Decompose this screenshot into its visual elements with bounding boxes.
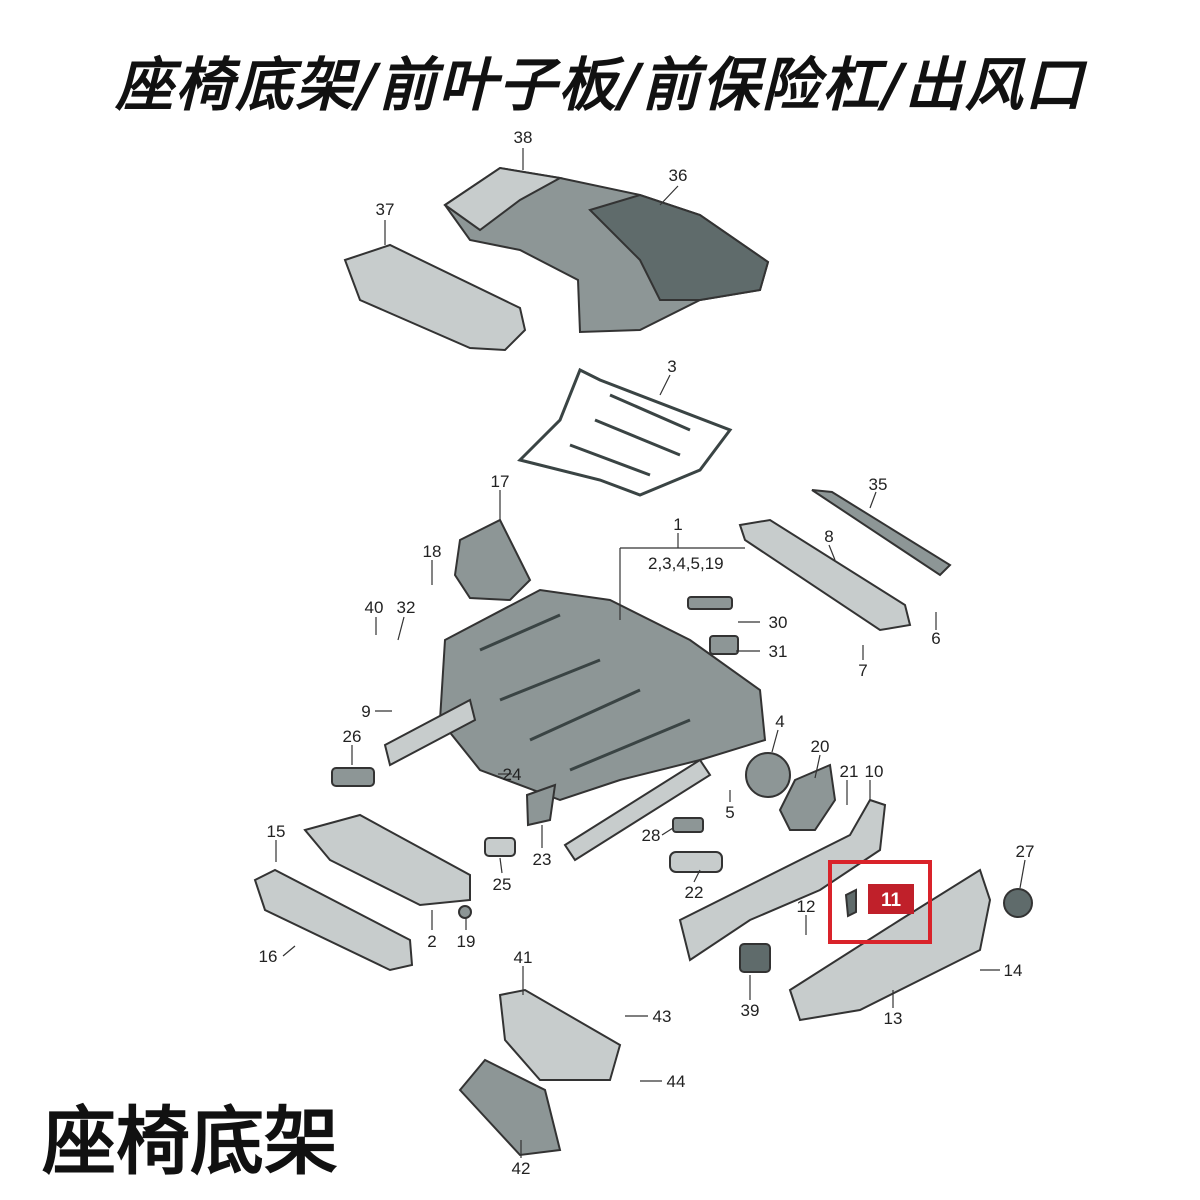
storage-tray-part — [253, 813, 471, 972]
callout-32: 32 — [397, 598, 416, 617]
callout-43: 43 — [653, 1007, 672, 1026]
seat-base-frame-part — [383, 588, 767, 862]
side-frame-part — [678, 798, 887, 962]
callout-36: 36 — [669, 166, 688, 185]
callout-25: 25 — [493, 875, 512, 894]
callout-37: 37 — [376, 200, 395, 219]
callout-30: 30 — [769, 613, 788, 632]
seat-cushion-pad-part — [343, 243, 527, 352]
callout-22: 22 — [685, 883, 704, 902]
seat-rail-cover-part — [811, 489, 952, 577]
callout-42: 42 — [512, 1159, 531, 1178]
callout-15: 15 — [267, 822, 286, 841]
highlight-label-badge — [868, 884, 914, 914]
callout-12: 12 — [797, 897, 816, 916]
callout-24: 24 — [503, 765, 522, 784]
adjuster-bracket-part — [778, 763, 837, 831]
height-adjuster-part — [745, 752, 791, 798]
highlight-label: 11 — [881, 890, 902, 911]
seat-spring-mat-part — [517, 367, 733, 497]
highlight-part-11: 11 — [828, 860, 932, 944]
callout-26: 26 — [343, 727, 362, 746]
callout-5: 5 — [725, 803, 734, 822]
callout-17: 17 — [491, 472, 510, 491]
seat-slide-rail-part — [738, 518, 912, 632]
callout-35: 35 — [869, 475, 888, 494]
callout-6: 6 — [931, 629, 940, 648]
callout-8: 8 — [824, 527, 833, 546]
callout-38: 38 — [514, 128, 533, 147]
drawer-housing-part — [458, 988, 622, 1157]
leader-lines — [275, 148, 1026, 1158]
callout-19: 19 — [457, 932, 476, 951]
highlight-box — [828, 860, 932, 944]
callout-3: 3 — [667, 357, 676, 376]
callout-2: 2 — [427, 932, 436, 951]
callout-10: 10 — [865, 762, 884, 781]
callout-41: 41 — [514, 948, 533, 967]
callout-4: 4 — [775, 712, 784, 731]
callout-7: 7 — [858, 661, 867, 680]
callout-9: 9 — [361, 702, 370, 721]
adjust-knob-part — [1003, 888, 1033, 918]
callout-1: 1 — [673, 515, 682, 534]
callout-labels: 38 36 37 3 35 1 2,3,4,5,19 17 18 8 40 32… — [259, 128, 1035, 1178]
callout-18: 18 — [423, 542, 442, 561]
callout-13: 13 — [884, 1009, 903, 1028]
callout-20: 20 — [811, 737, 830, 756]
side-bracket-part — [453, 518, 532, 602]
callout-27: 27 — [1016, 842, 1035, 861]
callout-group-1: 2,3,4,5,19 — [648, 554, 724, 573]
category-label: 座椅底架 — [42, 1099, 338, 1185]
callout-44: 44 — [667, 1072, 686, 1091]
callout-28: 28 — [642, 826, 661, 845]
callout-23: 23 — [533, 850, 552, 869]
page-title: 座椅底架/前叶子板/前保险杠/出风口 — [115, 51, 1085, 119]
callout-39: 39 — [741, 1001, 760, 1020]
callout-40: 40 — [365, 598, 384, 617]
callout-21: 21 — [840, 762, 859, 781]
callout-31: 31 — [769, 642, 788, 661]
callout-14: 14 — [1004, 961, 1023, 980]
callout-16: 16 — [259, 947, 278, 966]
seat-cushion-cover-part — [443, 166, 770, 334]
small-fasteners — [331, 596, 771, 973]
